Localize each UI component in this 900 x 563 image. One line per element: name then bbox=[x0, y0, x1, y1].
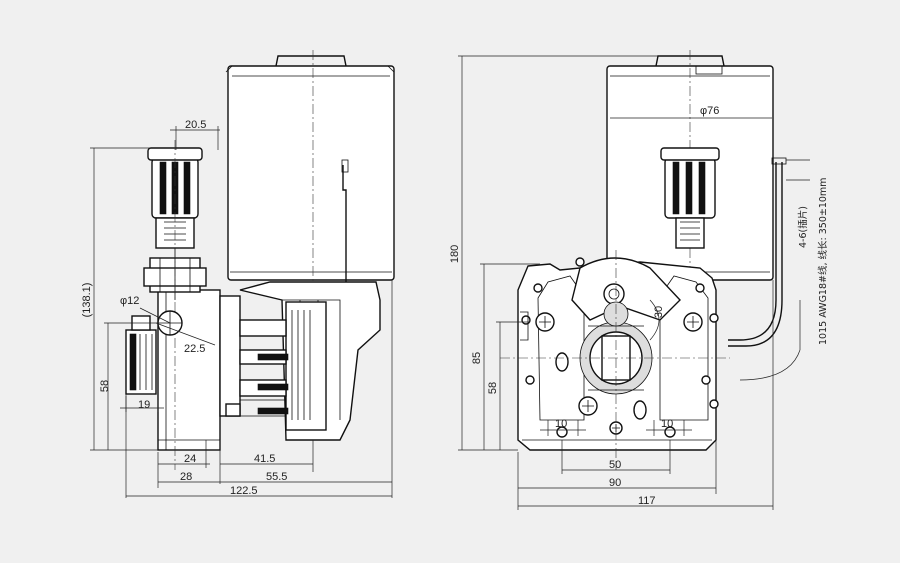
right-dim-width-117: 117 bbox=[638, 495, 656, 507]
left-drive-gear bbox=[285, 301, 327, 431]
right-dim-angle-30: 30 bbox=[653, 306, 665, 318]
right-dim-width-10-right: 10 bbox=[661, 418, 673, 430]
right-dim-width-90: 90 bbox=[609, 477, 621, 489]
right-mounting-screws bbox=[521, 257, 719, 438]
right-note-cable-spec: 1015 AWG18#线, 线长: 350±10mm bbox=[817, 178, 829, 345]
right-dim-height-180: 180 bbox=[449, 245, 461, 263]
left-dim-width-19: 19 bbox=[138, 399, 150, 411]
left-view: 20.5 (138.1) φ12 22.5 58 19 24 41.5 28 5… bbox=[81, 50, 395, 498]
right-dim-width-10-left: 10 bbox=[555, 418, 567, 430]
right-dimension-lines bbox=[458, 55, 774, 510]
left-roller-assembly bbox=[225, 319, 289, 417]
left-motor-cap bbox=[275, 55, 347, 67]
right-dim-motor-dia: φ76 bbox=[700, 105, 719, 117]
left-dimension-lines bbox=[90, 126, 393, 498]
left-dim-width-24: 24 bbox=[184, 453, 196, 465]
left-side-gear bbox=[125, 315, 157, 395]
left-motor-lead bbox=[342, 165, 347, 350]
right-tension-knob bbox=[660, 147, 720, 249]
left-dim-width-55-5: 55.5 bbox=[266, 471, 287, 483]
right-note-terminal-spec: 4-6(插片) bbox=[797, 206, 809, 248]
left-dim-top-offset: 20.5 bbox=[185, 119, 206, 131]
left-dim-hole-dia: φ12 bbox=[120, 295, 139, 307]
right-dim-width-50: 50 bbox=[609, 459, 621, 471]
left-motor-body bbox=[227, 65, 395, 281]
left-dim-width-41-5: 41.5 bbox=[254, 453, 275, 465]
left-tension-knob bbox=[143, 147, 207, 300]
left-dim-width-28: 28 bbox=[180, 471, 192, 483]
left-dim-width-122-5: 122.5 bbox=[230, 485, 258, 497]
left-dim-height-ref: (138.1) bbox=[81, 283, 93, 318]
left-dim-height-58: 58 bbox=[99, 380, 111, 392]
left-dim-hole-offset: 22.5 bbox=[184, 343, 205, 355]
right-dim-height-58: 58 bbox=[487, 382, 499, 394]
right-dim-height-85: 85 bbox=[471, 352, 483, 364]
right-view: φ76 1015 AWG18#线, 线长: 350±10mm 4-6(插片) bbox=[449, 50, 829, 510]
